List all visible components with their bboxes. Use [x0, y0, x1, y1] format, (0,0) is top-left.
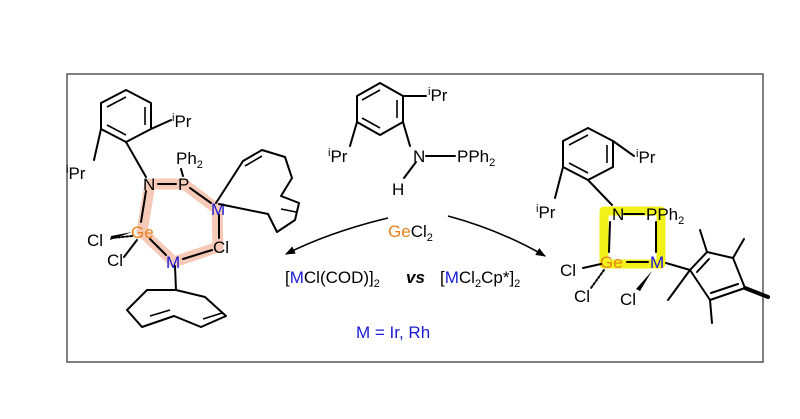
left-n-atom: N — [143, 175, 155, 194]
ligand-aryl-ring — [356, 82, 404, 136]
right-m-cl: Cl — [620, 290, 636, 309]
condition-mcl-cod: [MCl(COD)]2 — [285, 268, 380, 290]
metal-legend: M = Ir, Rh — [356, 323, 430, 342]
right-product-complex: iPr iPr N PPh2 Ge M Cl Cl Cl — [536, 127, 770, 324]
right-ipr-left: iPr — [536, 203, 556, 222]
condition-vs: vs — [406, 268, 425, 287]
right-ge-cl-2: Cl — [574, 287, 590, 306]
ligand-h-atom: H — [392, 180, 404, 199]
ligand-ipr-top: iPr — [428, 86, 448, 105]
left-cod-upper — [215, 149, 300, 233]
reagent-gecl2: GeCl2 — [388, 222, 433, 244]
right-ipr-top: iPr — [636, 148, 656, 167]
right-ge-cl-1: Cl — [560, 261, 576, 280]
scheme-frame — [66, 73, 764, 363]
right-m-cl-wedge — [636, 271, 652, 291]
left-p-atom: P — [178, 175, 189, 194]
condition-mcl2-cp: [MCl2Cp*]2 — [440, 268, 520, 290]
arrow-right — [447, 215, 546, 257]
left-aryl-ring — [100, 89, 152, 143]
left-ipr-top: iPr — [172, 112, 192, 131]
left-product-complex: iPr iPr N P Ph2 M Cl Ge M Cl Cl — [66, 89, 300, 328]
left-ph2-label: Ph2 — [176, 149, 203, 171]
right-pph2: PPh2 — [646, 205, 684, 227]
right-aryl-ring — [562, 127, 614, 181]
right-n-atom: N — [612, 205, 624, 224]
right-m-atom: M — [650, 253, 664, 272]
left-ge-atom: Ge — [131, 223, 154, 242]
left-ge-cl-2: Cl — [107, 251, 123, 270]
left-bridging-cl: Cl — [213, 238, 229, 257]
ligand-n-atom: N — [413, 147, 425, 166]
left-ipr-bottom: iPr — [66, 164, 86, 183]
left-m-atom-upper: M — [211, 200, 225, 219]
arrow-left — [285, 217, 389, 255]
left-ge-cl-1: Cl — [87, 231, 103, 250]
left-m-atom-lower: M — [166, 253, 180, 272]
ligand-pph2: PPh2 — [457, 147, 495, 169]
right-ring-highlight — [599, 206, 666, 269]
ligand-start-material: iPr iPr N PPh2 H — [328, 82, 495, 199]
right-cp-star — [667, 229, 770, 324]
right-ge-atom: Ge — [600, 253, 623, 272]
ligand-ipr-left: iPr — [328, 147, 348, 166]
left-cod-lower — [126, 265, 227, 328]
left-ring-highlight — [136, 178, 224, 268]
